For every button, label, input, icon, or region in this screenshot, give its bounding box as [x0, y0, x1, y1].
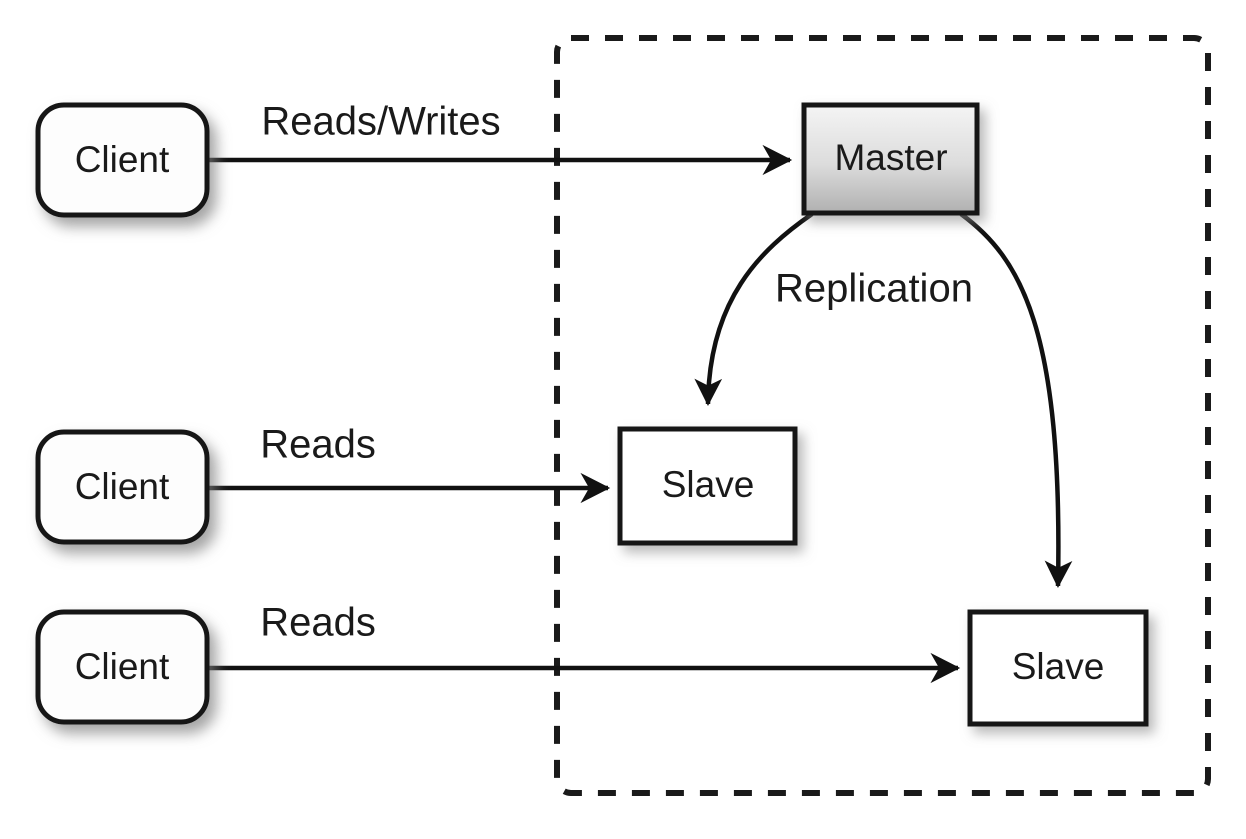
edge-label-replication: Replication	[775, 267, 973, 311]
node-slave-2[interactable]: Slave	[967, 609, 1149, 727]
slave-2-box[interactable]	[967, 609, 1149, 727]
database-cluster-boundary	[554, 35, 1211, 796]
node-master[interactable]: Master	[801, 102, 980, 216]
node-client-3[interactable]: Client	[35, 609, 210, 725]
edge-master-to-slave2	[959, 212, 1073, 588]
edge-label-reads-slave2: Reads	[260, 601, 376, 645]
client-3-label: Client	[75, 646, 170, 687]
node-slave-1[interactable]: Slave	[617, 426, 798, 546]
client-1-box[interactable]	[35, 102, 210, 218]
client-1-label: Client	[75, 139, 170, 180]
edge-label-reads-slave1: Reads	[260, 423, 376, 467]
slave-2-label: Slave	[1012, 646, 1105, 687]
client-3-box[interactable]	[35, 609, 210, 725]
client-2-box[interactable]	[35, 429, 210, 545]
slave-1-label: Slave	[662, 464, 755, 505]
node-client-1[interactable]: Client	[35, 102, 210, 218]
master-label: Master	[834, 137, 947, 178]
master-box[interactable]	[801, 102, 980, 216]
node-client-2[interactable]: Client	[35, 429, 210, 545]
edge-label-reads-writes: Reads/Writes	[261, 100, 500, 144]
client-2-label: Client	[75, 466, 170, 507]
slave-1-box[interactable]	[617, 426, 798, 546]
edge-master-to-slave1	[694, 212, 814, 406]
